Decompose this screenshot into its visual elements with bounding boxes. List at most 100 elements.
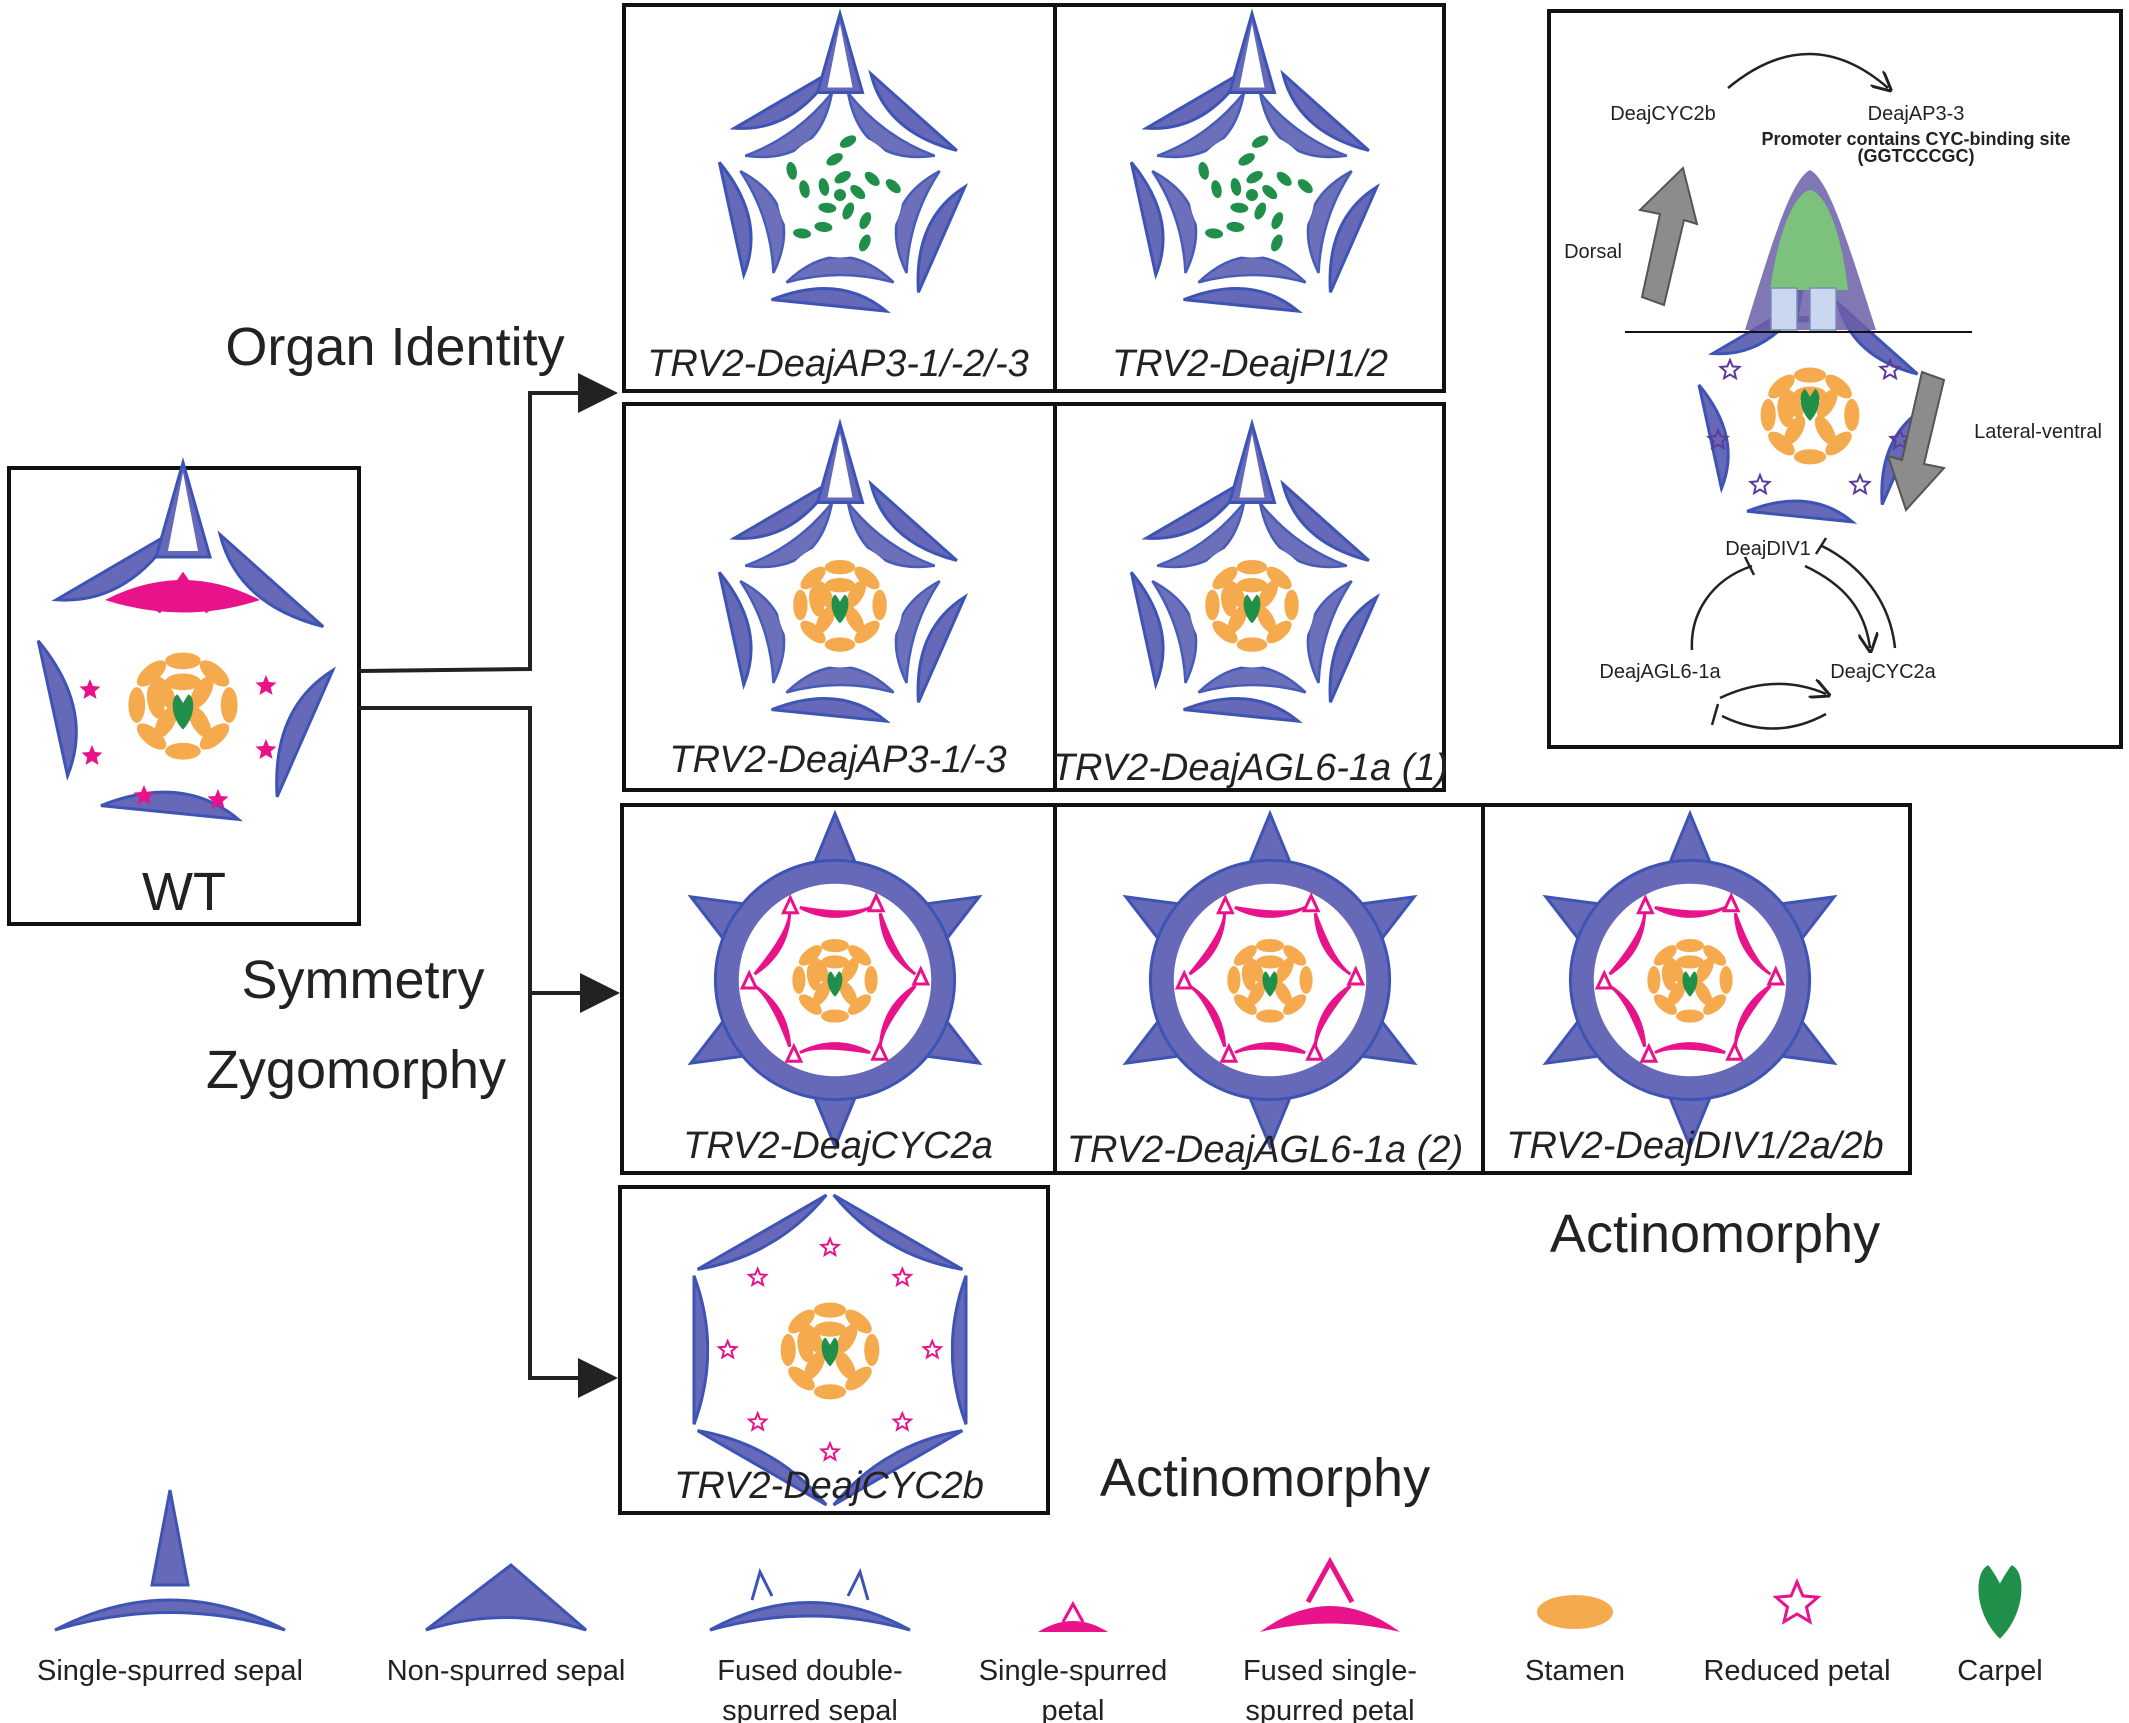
stamen-icon [839, 980, 858, 1006]
node-agl6: DeajAGL6-1a [1599, 661, 1721, 683]
inner-sepal-icon [1151, 169, 1198, 274]
inner-sepal-icon [1258, 92, 1348, 159]
stamen-icon [1236, 637, 1268, 652]
legend-item-non-spurred-sepal: Non-spurred sepal [387, 1563, 625, 1687]
legend-item-fused-single-spurred-petal: Fused single-spurred petal [1243, 1556, 1417, 1723]
spur-hollow [168, 472, 198, 551]
reduced-petal-icon [891, 1266, 914, 1288]
stamen-icon [797, 1330, 814, 1363]
green-center-icon [834, 189, 846, 201]
petal-spur-icon [1346, 965, 1366, 986]
organ-row1-frame [622, 3, 1446, 393]
node-ap33: DeajAP3-3 [1868, 103, 1965, 125]
stamen-icon [1816, 389, 1838, 419]
stamen-icon [220, 687, 238, 723]
inner-sepal-icon [744, 92, 834, 159]
stamen-icon [1782, 389, 1804, 419]
reduced-petal-icon [133, 785, 155, 805]
stamen-icon [1676, 1009, 1704, 1023]
stamen-icon [136, 723, 167, 750]
inner-sepal-icon [1258, 502, 1348, 569]
stamen-icon [199, 723, 230, 750]
stamen-icon [1256, 939, 1284, 953]
inner-sepal-icon [846, 92, 936, 159]
stamen-icon [1241, 962, 1256, 991]
non-spurred-sepal-icon [425, 1563, 587, 1632]
green-stamen-icon [1254, 202, 1267, 220]
stamen-icon [1703, 945, 1727, 966]
stamen-icon [1768, 374, 1795, 399]
petal-spur-icon [1061, 1600, 1085, 1623]
panel-label-pi12: TRV2-DeajPI1/2 [1112, 343, 1388, 385]
reduced-petal-icon [207, 789, 229, 809]
stamen-icon [854, 566, 880, 590]
petal-spur-icon [866, 892, 886, 913]
sepal-icon [217, 530, 325, 629]
stamen-icon [1676, 955, 1704, 969]
green-stamen-icon [850, 184, 866, 200]
stamen-icon [864, 966, 878, 994]
stamen-icon [788, 1366, 815, 1391]
stamen-icon [1844, 398, 1860, 432]
legend-label: petal [1042, 1695, 1105, 1723]
sepal-icon [868, 479, 958, 562]
stamen-icon [800, 566, 826, 590]
reduced-petal-icon [255, 675, 277, 695]
stamen-icon [1256, 955, 1284, 969]
carpel-icon [831, 594, 849, 624]
green-stamen-icon [799, 180, 810, 198]
green-stamen-icon [1230, 178, 1242, 196]
reduced-petal-icon [746, 1410, 769, 1432]
stamen-icon [788, 1309, 815, 1334]
dorsal-carpel [1770, 190, 1848, 290]
stamen-icon [813, 1302, 847, 1318]
stamen-icon [1793, 449, 1827, 465]
stamen-icon [1825, 431, 1852, 456]
stamen-icon [815, 605, 836, 634]
inner-sepal-icon [894, 579, 941, 684]
lateral-ventral-arrow [1886, 370, 1946, 512]
stamen-icon [1793, 367, 1827, 383]
petal-spur-icon [1305, 1556, 1355, 1604]
green-stamen-icon [786, 161, 797, 180]
green-stamen-icon [1297, 179, 1313, 194]
sepal-icon [692, 1275, 710, 1425]
legend-label: Fused single- [1243, 1655, 1417, 1687]
stamen-icon [1266, 620, 1292, 644]
organ-flower-1 [717, 8, 969, 314]
inner-sepal-icon [1197, 255, 1307, 284]
green-stamen-icon [1246, 170, 1263, 184]
zygomorphy-label: Zygomorphy [206, 1040, 506, 1100]
stamen-icon [1246, 957, 1265, 983]
stamen-icon [1258, 580, 1279, 608]
petal-spur-icon [1766, 965, 1786, 986]
stamen-icon [1814, 415, 1836, 445]
sepal-icon [832, 1429, 964, 1507]
sepal-icon [1746, 499, 1858, 524]
panel-label-agl6-1a-1: TRV2-DeajAGL6-1a (1) [1052, 747, 1448, 789]
stamen-icon [834, 1350, 856, 1380]
reduced-petal-icon [1706, 427, 1730, 451]
stamen-icon [821, 955, 849, 969]
stamen-icon [844, 605, 865, 634]
stamen-icon [802, 1324, 824, 1354]
petal-icon [1733, 912, 1772, 976]
inner-sepal-icon [894, 169, 941, 274]
stamen-icon [1236, 560, 1268, 575]
carpel-icon [1243, 594, 1261, 624]
reduced-petal-icon [255, 739, 277, 759]
dorsal-label: Dorsal [1564, 241, 1622, 263]
stamen-icon [854, 620, 880, 644]
stamen-icon [1247, 980, 1266, 1006]
petal-spur-icon [155, 571, 211, 614]
legend-item-carpel: Carpel [1957, 1565, 2043, 1687]
stamen-icon [836, 1324, 858, 1354]
reduced-petal-icon [818, 1440, 842, 1462]
stamen-icon [1227, 966, 1241, 994]
green-stamen-icon [818, 178, 830, 196]
fused-single-spurred-petal-icon [1260, 1606, 1400, 1632]
petal-spur-icon [739, 969, 759, 990]
sepal-icon [916, 183, 969, 293]
petal-spur-icon [784, 1042, 804, 1063]
